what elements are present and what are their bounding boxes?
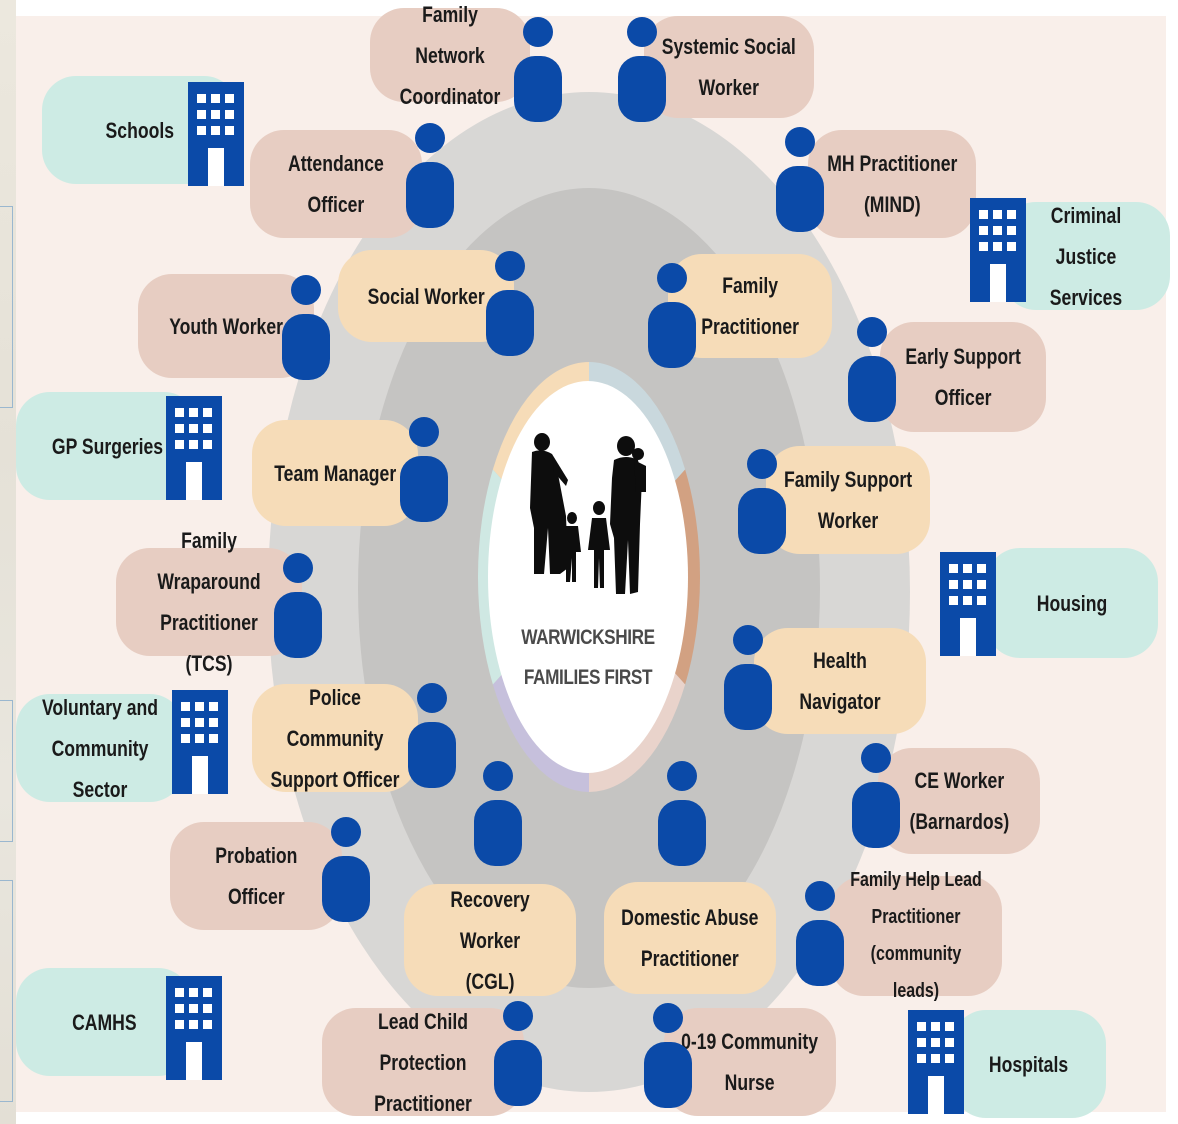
pill-label: Family Help Lead Practitioner (community… [850,869,982,1002]
partner-hospitals: Hospitals [952,1010,1106,1118]
core-pill-label: Family Practitioner [701,273,799,339]
partner-housing: Housing [986,548,1158,658]
pill-label: 0-19 Community Nurse [681,1029,819,1095]
pill-early-support-officer: Early Support Officer [880,322,1046,432]
person-icon [738,449,786,554]
building-icon [166,396,222,500]
partner-label: GP Surgeries [51,433,163,459]
partner-label: Criminal Justice Services [1049,202,1123,310]
hub-centre [488,381,688,773]
person-icon [644,1003,692,1108]
core-pill-recovery-worker: Recovery Worker (CGL) [404,884,576,996]
person-icon [514,17,562,122]
person-icon [406,123,454,228]
pill-attendance-officer: Attendance Officer [250,130,422,238]
pill-label: Systemic Social Worker [661,34,797,100]
person-icon [282,275,330,380]
person-icon [724,625,772,730]
person-icon [494,1001,542,1106]
person-icon [486,251,534,356]
pill-lead-child-protection-practitioner: Lead Child Protection Practitioner [322,1008,524,1116]
partner-label: CAMHS [71,1009,137,1035]
core-pill-health-navigator: Health Navigator [754,628,926,734]
background-map-strip [0,0,16,1124]
person-icon [400,417,448,522]
person-icon [796,881,844,986]
pill-probation-officer: Probation Officer [170,822,342,930]
core-pill-label: Recovery Worker (CGL) [450,886,530,994]
building-icon [188,82,244,186]
pill-family-help-lead-practitioner: Family Help Lead Practitioner (community… [830,869,1002,1002]
core-pill-social-worker: Social Worker [338,250,514,342]
pill-mh-practitioner: MH Practitioner (MIND) [808,130,976,238]
partner-criminal-justice-services: Criminal Justice Services [1002,202,1170,310]
pill-label: Attendance Officer [288,151,384,217]
core-pill-label: Domestic Abuse Practitioner [621,905,759,971]
pill-label: Family Network Coordinator [399,1,501,109]
core-pill-label: Family Support Worker [783,467,913,533]
core-pill-label: Police Community Support Officer [270,684,400,792]
partner-label: Voluntary and Community Sector [41,694,159,802]
pill-label: Probation Officer [214,843,298,909]
partner-label: Hospitals [989,1051,1069,1077]
pill-ce-worker: CE Worker (Barnardos) [878,748,1040,854]
person-icon [618,17,666,122]
core-pill-label: Team Manager [274,460,396,486]
building-icon [940,552,996,656]
partner-camhs: CAMHS [16,968,192,1076]
core-pill-pcso: Police Community Support Officer [252,684,418,792]
pill-family-wraparound-practitioner: Family Wraparound Practitioner (TCS) [116,528,302,676]
person-icon [852,743,900,848]
core-pill-family-support-worker: Family Support Worker [766,446,930,554]
person-icon [658,761,706,866]
core-pill-label: Social Worker [367,283,485,309]
partner-voluntary-community-sector: Voluntary and Community Sector [16,694,184,802]
pill-label: MH Practitioner (MIND) [826,151,958,217]
pill-systemic-social-worker: Systemic Social Worker [644,16,814,118]
building-icon [172,690,228,794]
partner-label: Housing [1036,590,1108,616]
person-icon [848,317,896,422]
pill-label: Youth Worker [169,313,283,339]
person-icon [648,263,696,368]
pill-family-network-coordinator: Family Network Coordinator [370,2,530,109]
pill-label: Family Wraparound Practitioner (TCS) [157,528,261,676]
partner-label: Schools [105,117,175,143]
person-icon [776,127,824,232]
person-icon [408,683,456,788]
building-icon [166,976,222,1080]
person-icon [274,553,322,658]
core-pill-team-manager: Team Manager [252,420,418,526]
pill-label: Early Support Officer [905,344,1021,410]
building-icon [908,1010,964,1114]
person-icon [474,761,522,866]
pill-0-19-community-nurse: 0-19 Community Nurse [664,1008,836,1116]
pill-label: Lead Child Protection Practitioner [374,1008,472,1116]
core-pill-label: Health Navigator [799,648,881,714]
pill-label: CE Worker (Barnardos) [909,768,1009,834]
family-silhouette-icon [530,433,646,594]
core-pill-domestic-abuse-practitioner: Domestic Abuse Practitioner [604,882,776,994]
building-icon [970,198,1026,302]
person-icon [322,817,370,922]
hub-title: WARWICKSHIRE FAMILIES FIRST [521,626,655,689]
